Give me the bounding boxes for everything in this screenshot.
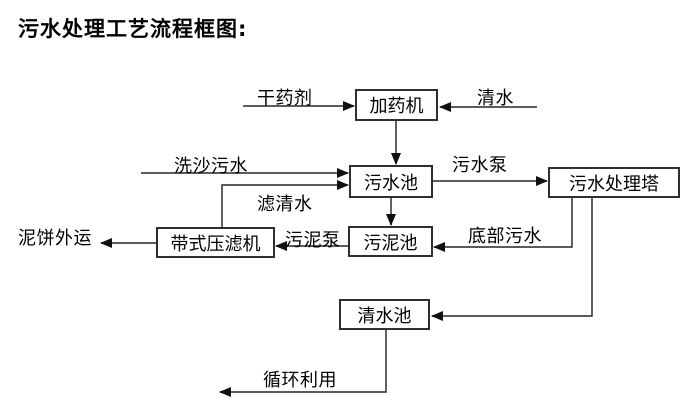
node-sludge-pool-label: 污泥池 [363,232,418,254]
node-dosing-machine: 加药机 [355,89,438,121]
node-dosing-machine-label: 加药机 [369,96,424,117]
connector-filtered-water-to-sewage-pool [221,180,349,227]
label-sewage-pump: 污水泵 [452,155,508,176]
label-dry-chemical: 干药剂 [257,88,313,109]
node-sewage-treatment-tower: 污水处理塔 [548,167,680,198]
label-bottom-sewage: 底部污水 [468,226,542,247]
node-belt-filter-press: 带式压滤机 [156,227,275,258]
node-clean-water-pool-label: 清水池 [357,305,412,327]
label-sand-washing-sewage: 洗沙污水 [174,156,248,177]
connector-treatment-tower-to-clean-water-pool [431,198,593,321]
node-belt-filter-press-label: 带式压滤机 [170,233,261,255]
node-sludge-pool: 污泥池 [348,226,433,257]
connector-bottom-sewage-to-sludge-pool [433,198,573,252]
node-sewage-pool: 污水池 [349,165,433,198]
node-clean-water-pool: 清水池 [339,299,430,330]
label-mud-cake-transport: 泥饼外运 [18,228,92,249]
node-sewage-treatment-tower-label: 污水处理塔 [569,173,659,195]
diagram-title: 污水处理工艺流程框图: [18,17,248,41]
connector-clean-water-pool-to-recycling [219,330,387,397]
node-sewage-pool-label: 污水池 [364,172,418,194]
label-filtered-water: 滤清水 [257,194,313,215]
label-recycling: 循环利用 [263,370,337,391]
label-clean-water: 清水 [477,88,514,109]
label-sludge-pump: 污泥泵 [285,230,341,251]
